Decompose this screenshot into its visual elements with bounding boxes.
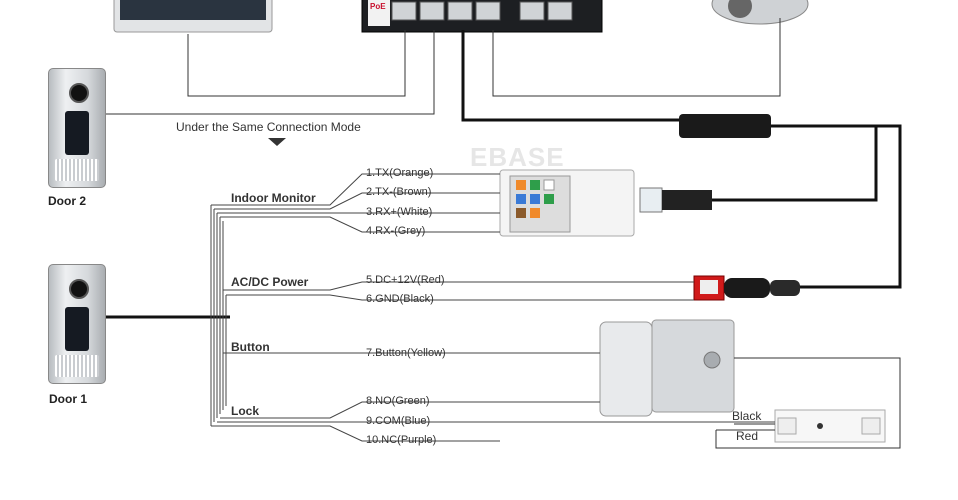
- door-1-label: Door 1: [49, 392, 88, 406]
- keypad-panel: [65, 111, 89, 155]
- door-2-label: Door 2: [48, 194, 87, 208]
- power-box-black-label: Black: [732, 409, 762, 423]
- group-power: AC/DC Power: [231, 275, 309, 289]
- poe-splitter: [679, 114, 771, 138]
- switch-label: PoE: [370, 2, 386, 11]
- poe-switch: [361, 0, 603, 33]
- wire-label: 5.DC+12V(Red): [366, 274, 445, 286]
- camera-lens-icon: [69, 279, 89, 299]
- power-box: [774, 409, 886, 443]
- dc-connector: [693, 275, 800, 301]
- group-lock: Lock: [231, 404, 260, 418]
- connection-mode-caption: Under the Same Connection Mode: [176, 120, 361, 134]
- keypad-panel: [65, 307, 89, 351]
- watermark: EBASE: [470, 142, 565, 172]
- caption-arrow-icon: [268, 138, 286, 146]
- door-2-panel: [48, 68, 106, 188]
- speaker-grille: [55, 159, 99, 181]
- wire-label: 6.GND(Black): [366, 293, 434, 305]
- wire-label: 1.TX(Orange): [366, 167, 434, 179]
- power-box-red-label: Red: [736, 429, 759, 443]
- wire-label: 3.RX+(White): [366, 206, 433, 218]
- rj45-plug: [639, 187, 712, 213]
- group-button: Button: [231, 340, 270, 354]
- keystone-jack: [499, 169, 635, 237]
- indoor-monitor-device: [113, 0, 273, 33]
- group-indoor-monitor: Indoor Monitor: [231, 191, 316, 205]
- wire-label: 10.NC(Purple): [366, 434, 437, 446]
- camera-lens-icon: [69, 83, 89, 103]
- wire-label: 2.TX-(Brown): [366, 186, 432, 198]
- speaker-grille: [55, 355, 99, 377]
- wire-label: 4.RX-(Grey): [366, 225, 426, 237]
- wire-label: 7.Button(Yellow): [366, 347, 446, 359]
- door-1-panel: [48, 264, 106, 384]
- wire-label: 9.COM(Blue): [366, 415, 431, 427]
- electric-lock: [599, 319, 735, 417]
- wire-label: 8.NO(Green): [366, 395, 430, 407]
- camera-device: [711, 0, 809, 25]
